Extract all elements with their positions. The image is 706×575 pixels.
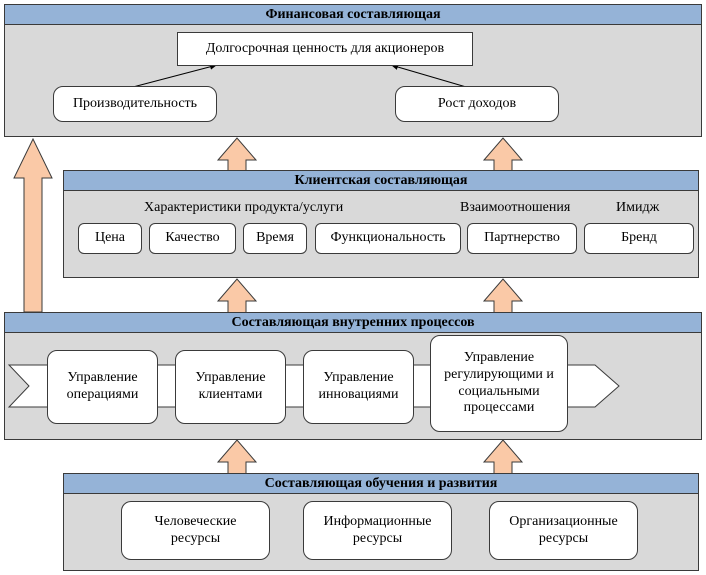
process-innovations: Управление инновациями — [303, 350, 414, 424]
big-up-arrow — [13, 137, 53, 313]
process-regulatory-social: Управление регулирующими и социальными п… — [430, 335, 568, 432]
time-box: Время — [243, 223, 307, 254]
brand-box: Бренд — [584, 223, 694, 254]
functionality-box: Функциональность — [315, 223, 461, 254]
information-resources-box: Информационные ресурсы — [303, 501, 452, 560]
human-resources-box: Человеческие ресурсы — [121, 501, 270, 560]
revenue-growth-box: Рост доходов — [395, 86, 559, 122]
image-label: Имидж — [616, 200, 660, 215]
price-box: Цена — [78, 223, 142, 254]
learning-header: Составляющая обучения и развития — [64, 474, 698, 494]
up-arrow-5 — [216, 439, 258, 475]
organizational-resources-box: Организационные ресурсы — [489, 501, 638, 560]
internal-processes-panel: Составляющая внутренних процессов Управл… — [4, 312, 702, 440]
up-arrow-4 — [482, 278, 524, 314]
quality-box: Качество — [149, 223, 236, 254]
up-arrow-2 — [482, 137, 524, 173]
partnership-box: Партнерство — [467, 223, 577, 254]
financial-header: Финансовая составляющая — [5, 5, 701, 25]
relations-label: Взаимоотношения — [460, 200, 571, 215]
productivity-box: Производительность — [53, 86, 217, 122]
process-operations: Управление операциями — [47, 350, 158, 424]
customer-header: Клиентская составляющая — [64, 171, 698, 191]
up-arrow-3 — [216, 278, 258, 314]
long-term-value-box: Долгосрочная ценность для акционеров — [177, 32, 473, 66]
internal-processes-header: Составляющая внутренних процессов — [5, 313, 701, 333]
up-arrow-1 — [216, 137, 258, 173]
up-arrow-6 — [482, 439, 524, 475]
product-characteristics-label: Характеристики продукта/услуги — [144, 200, 344, 215]
customer-panel: Клиентская составляющая Характеристики п… — [63, 170, 699, 278]
financial-connectors — [132, 63, 474, 90]
financial-panel: Финансовая составляющая Долгосрочная цен… — [4, 4, 702, 137]
process-clients: Управление клиентами — [175, 350, 286, 424]
learning-panel: Составляющая обучения и развития Человеч… — [63, 473, 699, 571]
